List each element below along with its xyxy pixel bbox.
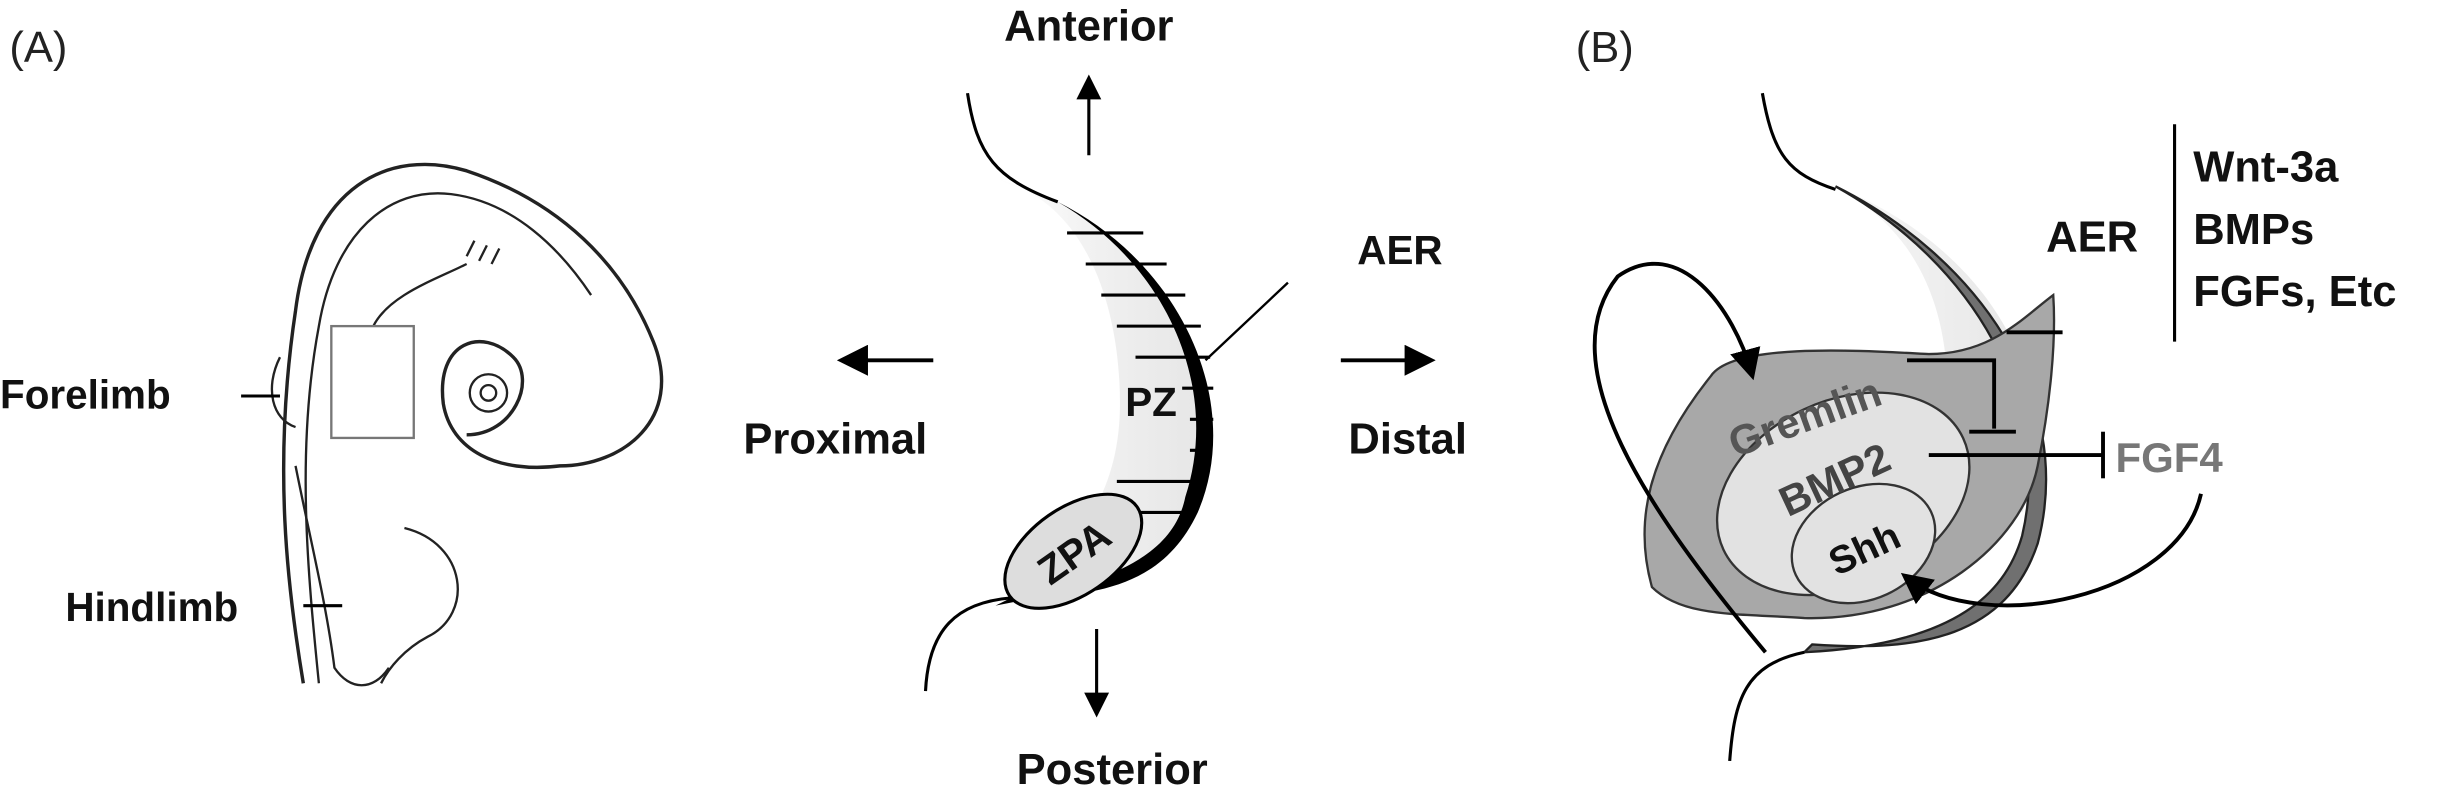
fgf4-label: FGF4 — [2115, 434, 2223, 481]
hindlimb-label: Hindlimb — [65, 584, 238, 630]
ectoderm-outline — [923, 92, 1059, 692]
forelimb-label: Forelimb — [0, 371, 171, 417]
zpa-region — [1003, 492, 1144, 610]
aer-label-b: AER — [2046, 214, 2138, 262]
panel-a-label: (A) — [9, 24, 67, 72]
forelimb-highlight-box — [330, 324, 415, 440]
aer-leader-line — [1204, 281, 1289, 362]
anterior-label: Anterior — [1004, 2, 1173, 50]
aer-factor-wnt3a: Wnt-3a — [2193, 144, 2339, 192]
distal-label: Distal — [1348, 415, 1467, 463]
fgf4-to-shh-arrow — [1900, 493, 2203, 608]
posterior-label: Posterior — [1017, 746, 1208, 792]
panel-b-label: (B) — [1576, 24, 1634, 72]
aer-factor-fgfs: FGFs, Etc — [2193, 268, 2396, 316]
inhibition-lines — [1907, 330, 2105, 479]
shh-to-gremlin-arrow — [1592, 261, 1767, 654]
shh-region — [1790, 482, 1937, 605]
proximal-label: Proximal — [743, 415, 927, 463]
aer-factor-bmps: BMPs — [2193, 206, 2314, 254]
pz-label: PZ — [1125, 379, 1177, 425]
ectoderm-outline-b — [1728, 92, 1836, 762]
gremlin-inhibits-bmp2-line — [1907, 358, 1997, 429]
progress-zone-shading — [995, 178, 1205, 598]
embryo-drawing — [270, 162, 664, 687]
aer-label: AER — [1357, 227, 1442, 273]
limb-bud-a: ZPA PZ AER — [923, 92, 1443, 692]
